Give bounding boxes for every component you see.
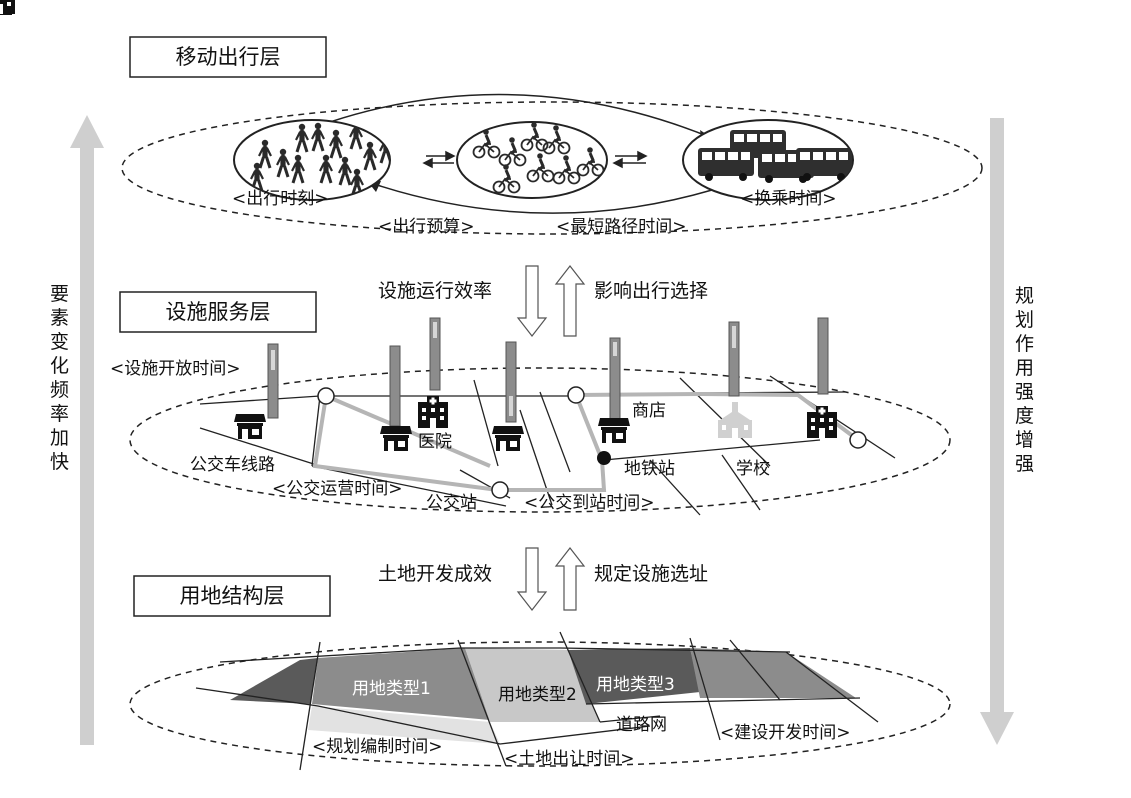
land-transfer-time-label: <土地出让时间> <box>504 749 635 769</box>
landuse-layer-title: 用地结构层 <box>180 584 285 608</box>
land-development-label: 土地开发成效 <box>378 563 492 585</box>
cyclist-ellipse <box>456 121 608 199</box>
bus-arrival-time-label: <公交到站时间> <box>524 493 655 513</box>
axis-label-char: 加 <box>50 427 69 449</box>
school-icon <box>718 402 752 438</box>
facility-time-bar <box>267 317 829 427</box>
facility-layer: 设施服务层 <box>0 0 951 516</box>
facility-open-time-label: <设施开放时间> <box>110 359 241 379</box>
metro-station-marker <box>597 451 611 465</box>
axis-label-char: 化 <box>50 355 69 377</box>
mobility-layer-title: 移动出行层 <box>176 45 281 69</box>
down-hollow-arrow <box>516 265 548 337</box>
hospital-label: 医院 <box>418 432 452 452</box>
lower-link-arrows: 土地开发成效 规定设施选址 <box>378 547 708 611</box>
bus-line-label: 公交车线路 <box>190 455 275 475</box>
hospital-icon <box>0 0 837 438</box>
school-label: 学校 <box>736 459 770 479</box>
shortest-path-time-label: <最短路径时间> <box>556 217 687 237</box>
shop-label: 商店 <box>632 401 666 421</box>
bike-bus-exchange-arrow <box>612 150 648 169</box>
landuse-parcel-dark-left <box>230 658 318 704</box>
axis-label-char: 频 <box>50 379 69 401</box>
road-network-label: 道路网 <box>616 715 667 735</box>
left-axis-arrow <box>70 115 104 745</box>
bus-stop-label: 公交站 <box>426 493 477 513</box>
landuse-type2-label: 用地类型2 <box>498 685 577 705</box>
upper-link-arrows: 设施运行效率 影响出行选择 <box>378 265 708 337</box>
landuse-layer-ellipse <box>129 641 951 767</box>
facility-efficiency-label: 设施运行效率 <box>378 280 492 302</box>
axis-label-char: 强 <box>1015 453 1034 475</box>
up-hollow-arrow <box>554 547 586 611</box>
right-axis-arrow <box>980 118 1014 745</box>
bus-stop-marker <box>491 481 509 499</box>
up-hollow-arrow <box>554 265 586 337</box>
landuse-parcel-type3 <box>568 648 700 704</box>
departure-time-label: <出行时刻> <box>232 189 329 209</box>
axis-label-char: 素 <box>50 307 69 329</box>
axis-label-char: 用 <box>1015 357 1034 379</box>
pedestrian-ellipse <box>233 119 391 201</box>
facility-layer-ellipse <box>129 367 951 513</box>
axis-label-char: 强 <box>1015 381 1034 403</box>
landuse-road-network <box>195 631 879 771</box>
facility-layer-title: 设施服务层 <box>166 300 271 324</box>
bus-stop-marker <box>567 386 585 404</box>
axis-label-char: 快 <box>50 451 69 473</box>
landuse-layer: 用地结构层 用地类型1 用地类型2 用地类型3 道路网 <规划编制时间> <土地… <box>129 575 951 771</box>
travel-budget-label: <出行预算> <box>378 217 475 237</box>
axis-label-char: 要 <box>50 283 69 305</box>
mobility-layer: 移动出行层 <box>121 36 983 237</box>
transfer-time-label: <换乘时间> <box>740 189 837 209</box>
bus-stop-marker <box>849 431 867 449</box>
travel-choice-label: 影响出行选择 <box>594 280 708 302</box>
walk-bike-exchange-arrow <box>422 150 456 169</box>
facility-siting-label: 规定设施选址 <box>594 563 708 585</box>
landuse-parcel-type1 <box>312 648 490 720</box>
landuse-layer-title-box <box>133 575 331 617</box>
left-axis-label: 要素变化频率加快 <box>50 283 69 473</box>
landuse-parcel-type2 <box>465 648 600 722</box>
metro-station-label: 地铁站 <box>624 459 675 479</box>
down-hollow-arrow <box>516 547 548 611</box>
axis-label-char: 度 <box>1015 405 1034 427</box>
axis-label-char: 划 <box>1015 309 1034 331</box>
axis-label-char: 增 <box>1015 429 1034 451</box>
landuse-type1-label: 用地类型1 <box>352 679 431 699</box>
facility-layer-title-box <box>119 291 317 333</box>
bus-to-walk-arc <box>367 181 713 214</box>
mobility-layer-ellipse <box>121 101 983 235</box>
bus-operation-time-label: <公交运营时间> <box>272 479 403 499</box>
landuse-type3-label: 用地类型3 <box>596 675 675 695</box>
mobility-layer-title-box <box>129 36 327 78</box>
axis-label-char: 规 <box>1015 285 1034 307</box>
axis-label-char: 变 <box>50 331 69 353</box>
landuse-parcel-right <box>690 648 856 698</box>
bus-stop-marker <box>317 387 335 405</box>
axis-label-char: 作 <box>1015 333 1034 355</box>
planning-time-label: <规划编制时间> <box>312 737 443 757</box>
axis-label-char: 率 <box>50 403 69 425</box>
construction-time-label: <建设开发时间> <box>720 723 851 743</box>
right-axis-label: 规划作用强度增强 <box>1015 285 1034 475</box>
walk-to-bus-arc <box>329 93 713 139</box>
